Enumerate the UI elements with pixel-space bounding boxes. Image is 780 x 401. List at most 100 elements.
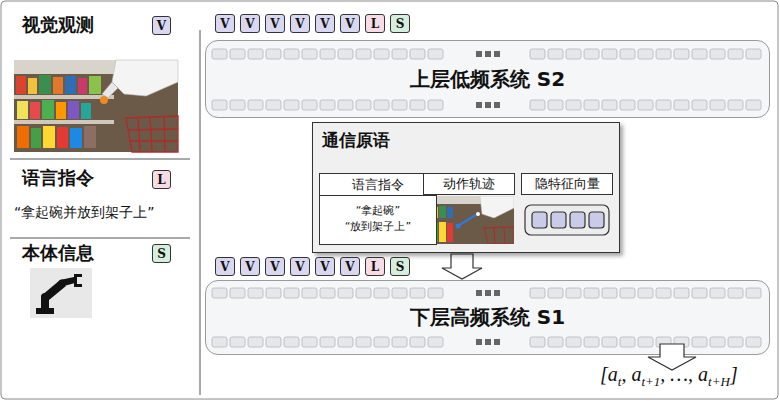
token-cell [710,288,725,298]
token-cell [230,100,245,110]
token-cell [428,288,443,298]
token-badge: V [152,16,171,35]
token-cell [674,100,689,110]
token-cell [356,288,371,298]
token-cell [374,49,389,59]
token-cell [356,100,371,110]
token-cell [230,288,245,298]
header-box: 隐特征向量 [521,173,613,195]
token-cell [620,100,635,110]
header-box: 动作轨迹 [423,173,515,195]
token-cell [746,49,761,59]
token-cell [656,337,671,347]
token-cell [248,288,263,298]
node-title: V [270,17,279,31]
action-symbol: ] [730,363,738,385]
token-cell [548,100,563,110]
token-cell [392,288,407,298]
token-badge: L [365,257,385,276]
subscript: t [618,374,622,389]
token-cell [728,288,743,298]
ellipsis-dot [476,51,482,57]
node-title: L [371,17,379,31]
ellipsis-dot [485,51,491,57]
token-cell [266,100,281,110]
token-cell [284,337,299,347]
token-cell [566,337,581,347]
token-cell [638,100,653,110]
system-box: 下层高频系统 S1 [205,280,770,355]
token-cell [638,337,653,347]
node-title: V [320,17,329,31]
token-cell [548,49,563,59]
token-cell [284,49,299,59]
ellipsis-dot [494,51,500,57]
token-cell [692,49,707,59]
node-title: V [295,260,304,274]
robot-arm-icon [30,268,92,318]
token-cell [746,288,761,298]
token-badge: V [290,257,310,276]
token-badge: V [240,257,260,276]
token-cell [584,100,599,110]
token-cell [338,337,353,347]
node-title: V [245,17,254,31]
token-cell [602,49,617,59]
node-title: V [245,260,254,274]
token-cell [302,337,317,347]
token-cell [710,49,725,59]
token-badge: V [240,14,260,33]
token-badge: V [315,257,335,276]
token-badge: L [365,14,385,33]
instruction-quote: “拿起碗并放到架子上” [14,204,155,222]
node-title: V [295,17,304,31]
token-cell [410,337,425,347]
ellipsis-dot [494,102,500,108]
token-cell [746,337,761,347]
token-cell [428,337,443,347]
ellipsis-dot [485,290,491,296]
token-cell [710,337,725,347]
node-title: V [270,260,279,274]
node-title: L [157,173,165,187]
subscript: t+H [708,374,730,389]
token-cell [356,49,371,59]
token-cell [320,337,335,347]
token-cell [566,100,581,110]
subscript: t+1 [641,374,660,389]
token-cell [212,337,227,347]
token-cell [692,288,707,298]
token-cell [674,337,689,347]
token-cell [410,49,425,59]
token-cell [548,337,563,347]
token-cell [392,337,407,347]
token-cell [530,49,545,59]
token-badge: V [290,14,310,33]
token-badge: V [340,14,360,33]
node-title: 隐特征向量 [535,175,600,193]
node-text: “拿起碗” [320,203,436,219]
token-cell [410,100,425,110]
token-cell [602,100,617,110]
token-cell [302,288,317,298]
token-badge: V [215,14,235,33]
token-cell [566,49,581,59]
instruction-box: 语言指令“拿起碗”“放到架子上” [319,173,437,245]
block-arrow [442,254,482,279]
token-cell [530,100,545,110]
token-cell [302,100,317,110]
token-cell [320,288,335,298]
node-title: S [396,17,405,31]
token-badge: S [390,14,410,33]
token-cell [656,100,671,110]
token-cell [230,49,245,59]
ellipsis-dot [485,339,491,345]
node-title: V [320,260,329,274]
token-cell [284,288,299,298]
ellipsis-dot [494,290,500,296]
section-heading: 语言指令 [22,166,94,190]
token-cell [584,288,599,298]
system-box: 上层低频系统 S2 [205,40,770,118]
token-cell [656,49,671,59]
